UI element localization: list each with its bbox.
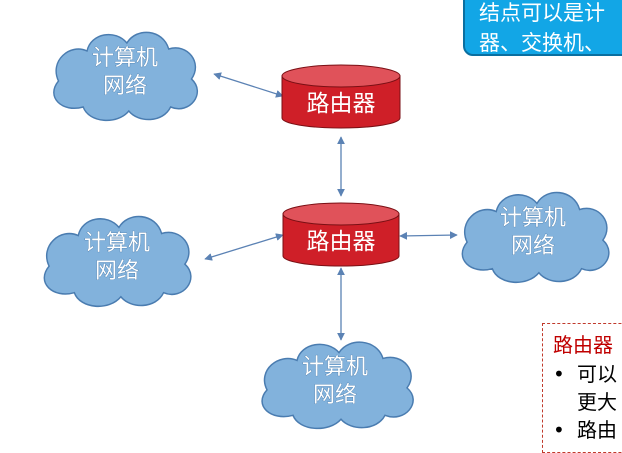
bullet-dot: • <box>553 362 565 386</box>
note-title: 路由器 <box>553 333 613 357</box>
note-bullet-2: • 路由 <box>553 416 622 444</box>
note-bullet-1-text: 可以 <box>577 362 617 386</box>
cloud-top-left-line1: 计算机 <box>92 46 158 71</box>
callout-line-1: 结点可以是计 <box>479 1 605 25</box>
bullet-dot: • <box>553 418 565 442</box>
cloud-mid-left-line1: 计算机 <box>84 231 150 256</box>
cloud-mid-left-line2: 网络 <box>95 259 139 284</box>
link-midleft-cloud-to-center-router <box>204 233 284 261</box>
note-bullet-1-continued: 更大 <box>553 388 622 416</box>
link-center-router-to-right-cloud <box>399 231 458 240</box>
link-topleft-cloud-to-top-router <box>213 72 284 98</box>
router-center-cap <box>282 202 400 226</box>
router-center-body <box>282 213 400 267</box>
router-top-cap <box>281 64 401 88</box>
router-note-box: 路由器 • 可以 更大 • 路由 <box>542 323 622 453</box>
note-bullet-1-text-cont: 更大 <box>577 390 617 414</box>
router-top-label: 路由器 <box>307 91 376 117</box>
router-center: 路由器 <box>282 202 400 267</box>
network-diagram: 计算机 网络 计算机 网络 计算机 网络 计算机 网络 路由器 路由器 <box>43 31 610 430</box>
router-top-body <box>281 75 401 129</box>
cloud-bottom-line1: 计算机 <box>302 355 368 380</box>
callout-line-2: 器、交换机、 <box>479 31 605 55</box>
note-bullet-1: • 可以 <box>553 360 622 388</box>
connector-group <box>204 72 458 341</box>
cloud-top-left-line2: 网络 <box>103 74 147 99</box>
cloud-bottom-line2: 网络 <box>313 383 357 408</box>
node-callout-box: 结点可以是计 器、交换机、 <box>463 0 622 56</box>
note-bullet-2-text: 路由 <box>577 418 617 442</box>
router-top: 路由器 <box>281 64 401 129</box>
cloud-right-line1: 计算机 <box>500 206 566 231</box>
cloud-right-line2: 网络 <box>511 234 555 259</box>
router-center-label: 路由器 <box>307 229 376 255</box>
